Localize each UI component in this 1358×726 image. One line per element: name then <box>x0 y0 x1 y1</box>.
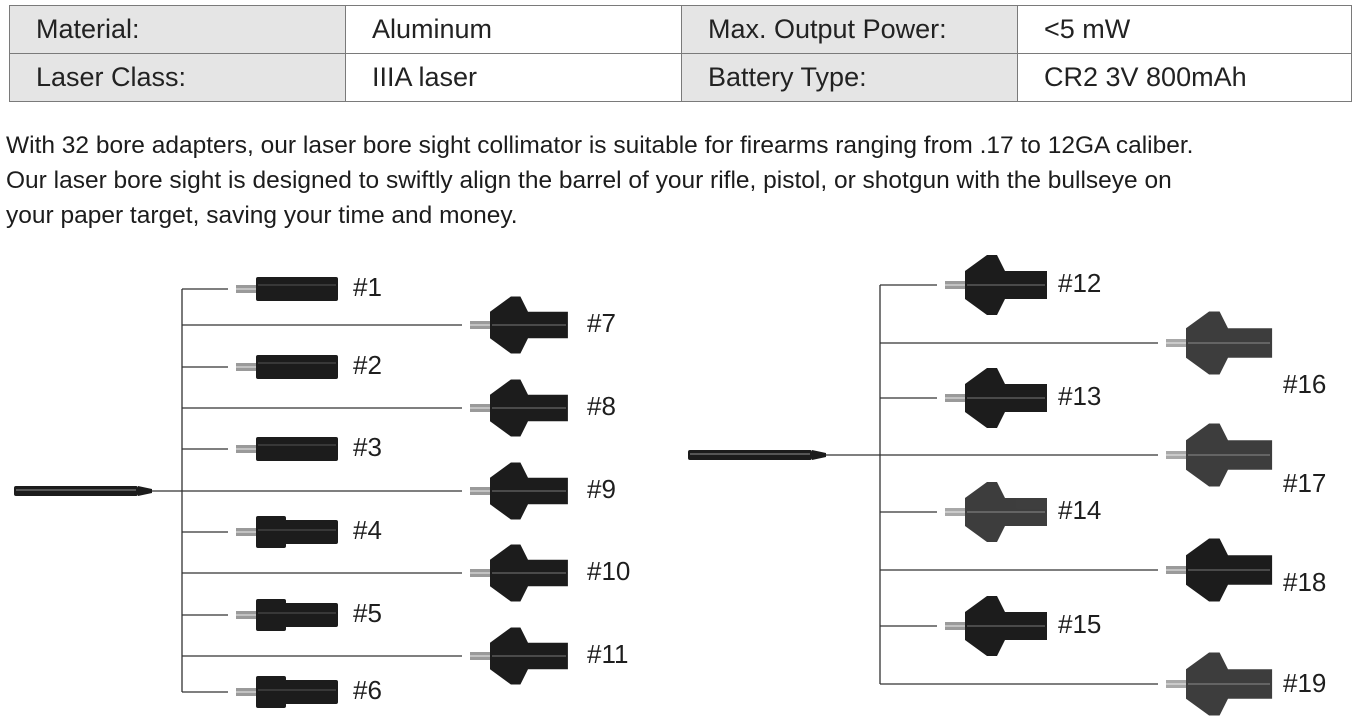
adapter-cone <box>1166 423 1273 487</box>
adapter-label: #17 <box>1283 468 1326 498</box>
spec-value-battery-type: CR2 3V 800mAh <box>1017 53 1352 102</box>
spec-label-material: Material: <box>9 5 346 54</box>
adapter-cone <box>1166 652 1273 716</box>
description-line: your paper target, saving your time and … <box>6 202 518 229</box>
adapter-label: #9 <box>587 474 616 504</box>
spec-value-laser-class: IIIA laser <box>345 53 682 102</box>
bore-sight-rod <box>688 450 826 460</box>
adapter-label: #13 <box>1058 381 1101 411</box>
spec-row: Laser Class: IIIA laser Battery Type: CR… <box>9 53 1352 102</box>
spec-label-laser-class: Laser Class: <box>9 53 346 102</box>
adapter-label: #14 <box>1058 495 1101 525</box>
adapter-cone <box>470 379 568 437</box>
bore-sight-rod <box>14 486 152 496</box>
description-line: With 32 bore adapters, our laser bore si… <box>6 132 1194 159</box>
adapter-small <box>236 277 338 301</box>
adapter-label: #1 <box>353 272 382 302</box>
adapter-label: #15 <box>1058 609 1101 639</box>
description-line: Our laser bore sight is designed to swif… <box>6 167 1172 194</box>
adapter-cone <box>470 296 568 354</box>
adapter-label: #18 <box>1283 567 1326 597</box>
adapter-stepped <box>236 676 338 708</box>
adapter-stepped <box>236 516 338 548</box>
adapter-label: #10 <box>587 556 630 586</box>
adapter-cone <box>945 255 1047 315</box>
adapter-cone <box>945 482 1047 542</box>
adapter-label: #12 <box>1058 268 1101 298</box>
adapter-label: #4 <box>353 515 382 545</box>
adapter-label: #16 <box>1283 369 1326 399</box>
spec-value-material: Aluminum <box>345 5 682 54</box>
adapter-label: #6 <box>353 675 382 705</box>
adapter-cone <box>1166 311 1273 375</box>
adapter-stepped <box>236 599 338 631</box>
spec-row: Material: Aluminum Max. Output Power: <5… <box>9 5 1352 54</box>
adapter-cone <box>1166 538 1273 602</box>
adapter-small <box>236 437 338 461</box>
adapter-cone <box>470 544 568 602</box>
spec-table: Material: Aluminum Max. Output Power: <5… <box>9 5 1352 102</box>
adapter-label: #8 <box>587 391 616 421</box>
description: With 32 bore adapters, our laser bore si… <box>6 128 1356 233</box>
adapter-cone <box>945 596 1047 656</box>
adapter-cone <box>470 462 568 520</box>
spec-value-output-power: <5 mW <box>1017 5 1352 54</box>
adapter-label: #2 <box>353 350 382 380</box>
adapter-label: #5 <box>353 598 382 628</box>
spec-label-battery-type: Battery Type: <box>681 53 1018 102</box>
adapter-label: #3 <box>353 432 382 462</box>
adapter-cone <box>945 368 1047 428</box>
adapter-label: #7 <box>587 308 616 338</box>
adapter-cone <box>470 627 568 685</box>
adapter-small <box>236 355 338 379</box>
adapter-label: #11 <box>587 639 628 669</box>
adapter-label: #19 <box>1283 668 1326 698</box>
